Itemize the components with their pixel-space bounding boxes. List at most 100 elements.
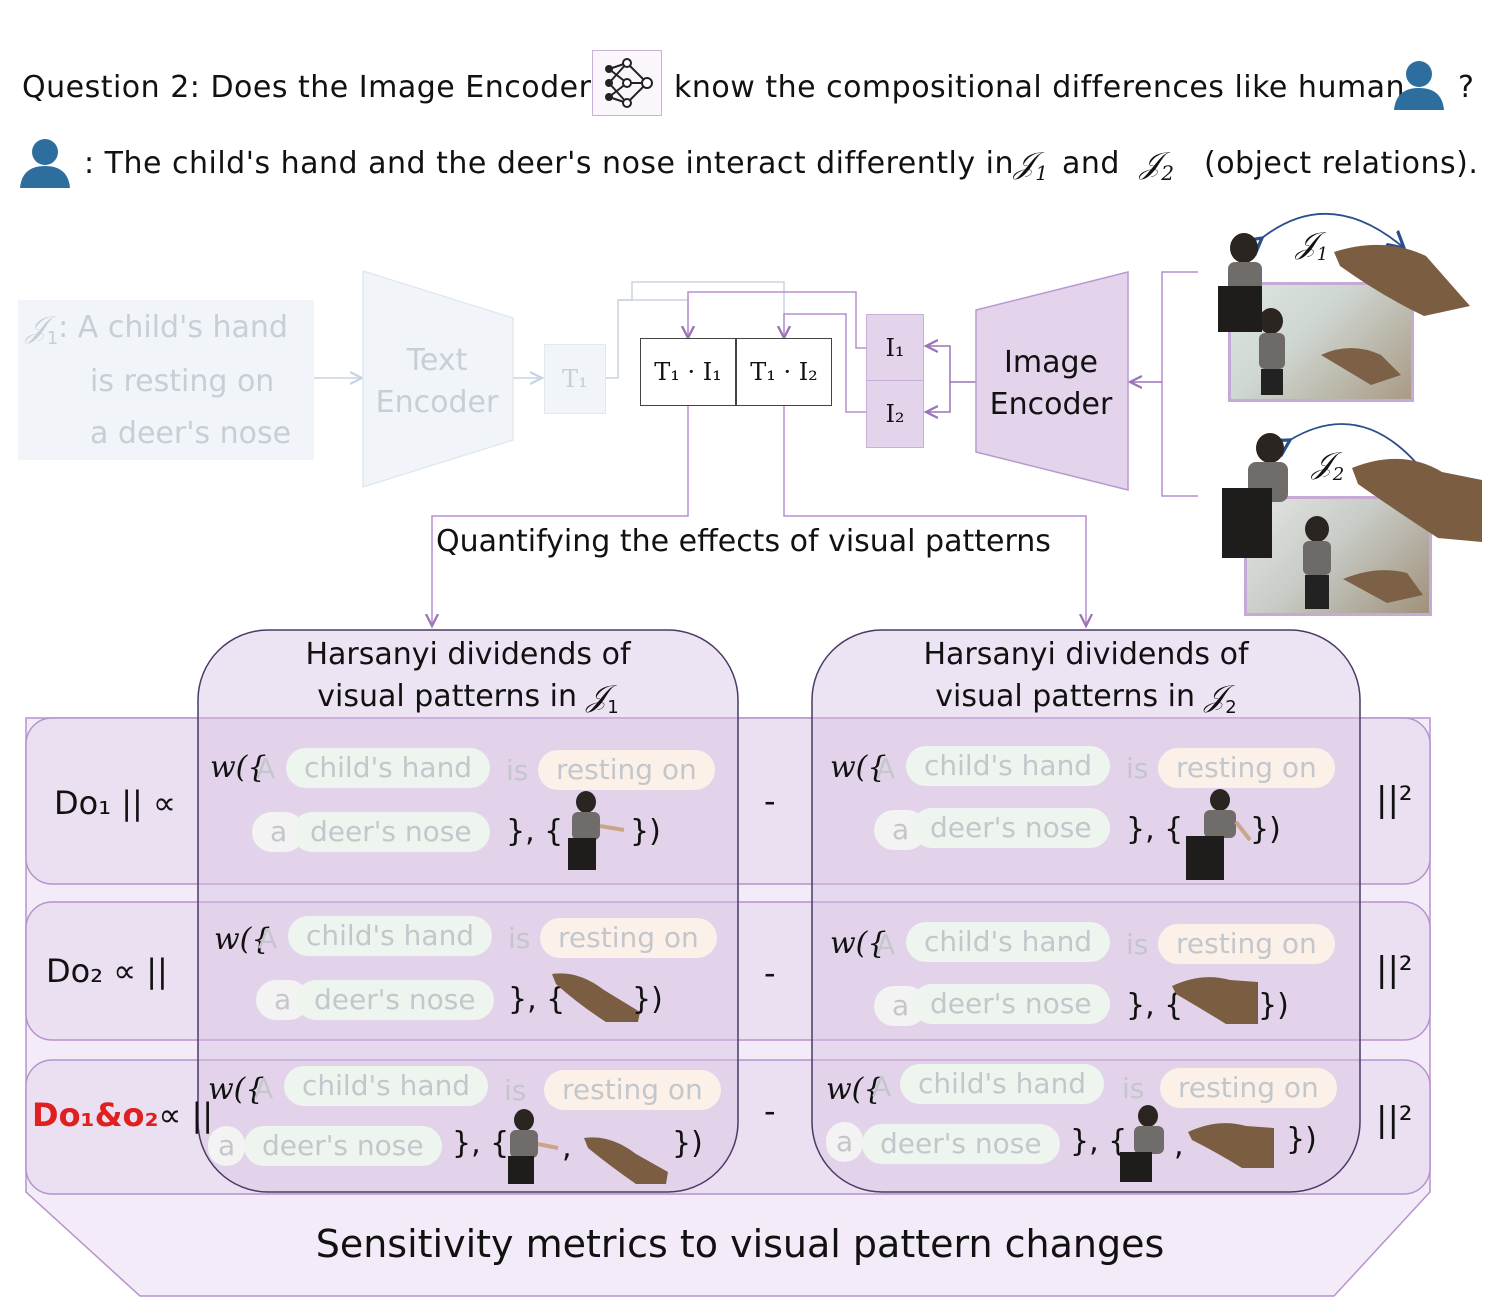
token-resting-on: resting on <box>544 1070 721 1110</box>
answer-suffix: (object relations). <box>1204 146 1479 181</box>
neural-network-icon <box>592 50 662 116</box>
token-deers-nose: deer's nose <box>912 984 1110 1024</box>
token-childs-hand: child's hand <box>906 922 1111 962</box>
i2-feature-box: I₂ <box>866 380 924 448</box>
text-input-line2: is resting on <box>90 364 275 399</box>
w-function: w({ <box>208 1072 265 1107</box>
harsanyi-left-header: Harsanyi dividends of visual patterns in… <box>305 637 631 718</box>
image-encoder-shape <box>975 271 1129 491</box>
quantify-label: Quantifying the effects of visual patter… <box>434 524 1053 559</box>
token-resting-on: resting on <box>1158 748 1335 788</box>
deer-thumbnail <box>1188 1123 1274 1168</box>
token-a: A <box>256 752 276 785</box>
token-resting-on: resting on <box>538 750 715 790</box>
text-input-box <box>18 300 314 460</box>
text-input-line1: 𝒥1: A child's hand <box>26 310 288 349</box>
token-is: is <box>506 754 529 787</box>
bottom-title: Sensitivity metrics to visual pattern ch… <box>315 1222 1165 1266</box>
deer-thumbnail <box>1172 977 1258 1024</box>
person-icon <box>18 136 72 194</box>
token-deers-nose: deer's nose <box>292 812 490 852</box>
token-close: }, { <box>1126 988 1184 1023</box>
person-icon <box>1392 58 1446 116</box>
minus-sign: - <box>764 1092 776 1130</box>
dot-product-t1-i1: T₁ · I₁ <box>640 338 736 406</box>
token-end: }) <box>1286 1122 1317 1157</box>
token-childs-hand: child's hand <box>288 916 493 956</box>
question-suffix: ? <box>1458 70 1475 105</box>
minus-sign: - <box>764 954 776 992</box>
norm-squared: ||² <box>1376 1100 1413 1140</box>
question-prefix: Question 2: Does the Image Encoder <box>22 70 592 105</box>
token-close: }, { <box>508 982 566 1017</box>
w-function: w({ <box>830 926 887 961</box>
token-childs-hand: child's hand <box>900 1064 1105 1104</box>
w-function: w({ <box>830 750 887 785</box>
t1-feature-box: T₁ <box>544 344 606 414</box>
token-a: A <box>254 1072 274 1105</box>
i1-feature-box: I₁ <box>866 314 924 382</box>
token-comma: , <box>562 1130 572 1165</box>
token-a-lower: a <box>208 1126 246 1166</box>
dot-product-t1-i2: T₁ · I₂ <box>736 338 832 406</box>
token-close: }, { <box>452 1126 510 1161</box>
token-childs-hand: child's hand <box>906 746 1111 786</box>
token-end: }) <box>632 982 663 1017</box>
text-encoder-shape <box>362 270 514 488</box>
image-j2-label: 𝒥2 <box>1312 446 1345 485</box>
token-is: is <box>508 922 531 955</box>
token-resting-on: resting on <box>540 918 717 958</box>
token-a: A <box>876 752 896 785</box>
w-function: w({ <box>826 1072 883 1107</box>
row-label-do2: Do₂ ∝ || <box>46 952 168 990</box>
token-resting-on: resting on <box>1160 1068 1337 1108</box>
token-end: }) <box>672 1126 703 1161</box>
token-close: }, { <box>1070 1124 1128 1159</box>
token-is: is <box>1126 928 1149 961</box>
image-j1-label: 𝒥1 <box>1296 226 1329 265</box>
token-close: }, { <box>506 814 564 849</box>
norm-squared: ||² <box>1376 950 1413 990</box>
image-j2-cutouts <box>1222 433 1482 558</box>
token-deers-nose: deer's nose <box>862 1124 1060 1164</box>
w-function: w({ <box>210 750 267 785</box>
token-a: A <box>872 1070 892 1103</box>
token-deers-nose: deer's nose <box>296 980 494 1020</box>
text-input-line3: a deer's nose <box>90 416 292 451</box>
token-is: is <box>1126 752 1149 785</box>
image-j1-cutouts <box>1218 233 1470 332</box>
token-deers-nose: deer's nose <box>244 1126 442 1166</box>
token-is: is <box>1122 1072 1145 1105</box>
child-thumbnail <box>568 791 625 870</box>
norm-squared: ||² <box>1376 780 1413 820</box>
token-close: }, { <box>1126 812 1184 847</box>
token-end: }) <box>630 814 661 849</box>
deer-thumbnail <box>584 1137 668 1184</box>
token-end: }) <box>1250 812 1281 847</box>
minus-sign: - <box>764 782 776 820</box>
harsanyi-right-header: Harsanyi dividends of visual patterns in… <box>923 637 1249 718</box>
answer-j1: 𝒥1 <box>1014 146 1049 185</box>
child-thumbnail <box>1120 1105 1164 1182</box>
token-comma: , <box>1174 1128 1184 1163</box>
token-childs-hand: child's hand <box>284 1066 489 1106</box>
token-end: }) <box>1258 988 1289 1023</box>
token-a: A <box>258 922 278 955</box>
answer-j2: 𝒥2 <box>1140 146 1175 185</box>
answer-prefix: : The child's hand and the deer's nose i… <box>84 146 1014 181</box>
question-middle: know the compositional differences like … <box>674 70 1406 105</box>
token-is: is <box>504 1074 527 1107</box>
token-resting-on: resting on <box>1158 924 1335 964</box>
w-function: w({ <box>214 922 271 957</box>
token-childs-hand: child's hand <box>286 748 491 788</box>
child-thumbnail <box>508 1109 559 1184</box>
token-deers-nose: deer's nose <box>912 808 1110 848</box>
row-label-do1: Do₁ || ∝ <box>54 784 176 822</box>
image-j2-scene <box>1244 496 1432 616</box>
child-thumbnail <box>1186 789 1252 880</box>
answer-and: and <box>1062 146 1120 181</box>
deer-thumbnail <box>552 973 640 1022</box>
